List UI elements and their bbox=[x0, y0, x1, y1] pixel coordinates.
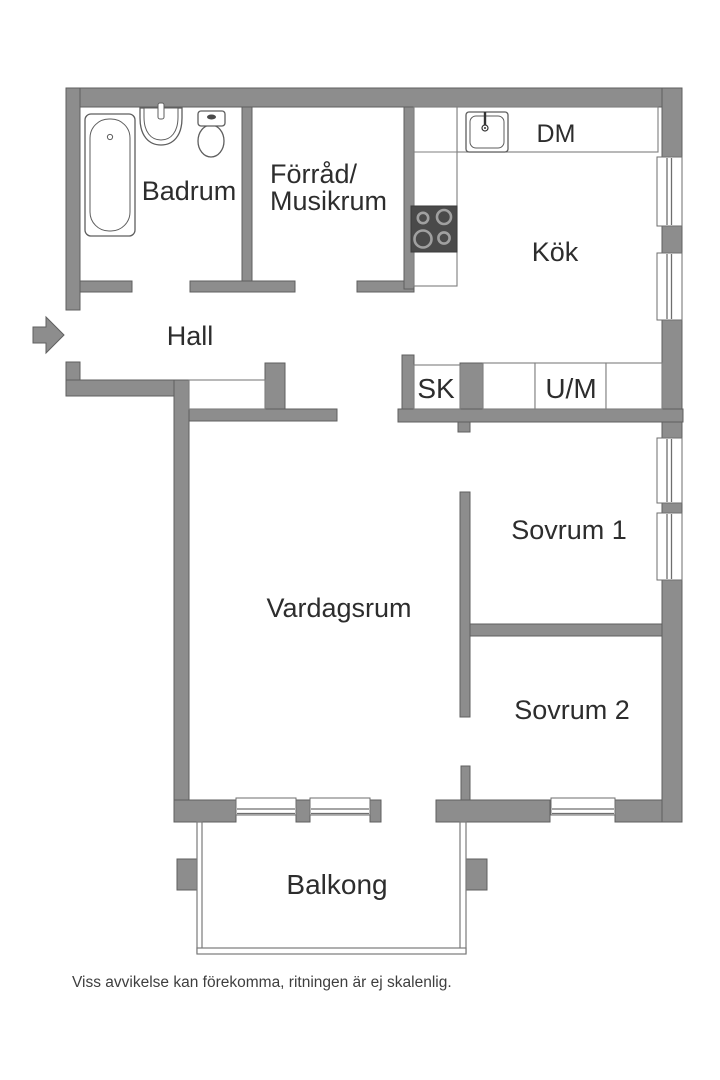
stove-burner bbox=[413, 229, 433, 249]
room-label-forrad-1: Förråd/ bbox=[270, 159, 358, 189]
kitchen-faucet-dot bbox=[484, 127, 486, 129]
room-label-kok: Kök bbox=[532, 237, 579, 267]
balcony-rail bbox=[196, 947, 467, 955]
room-label-vardagsrum: Vardagsrum bbox=[266, 593, 411, 623]
washbasin-icon bbox=[139, 102, 183, 146]
wall-segment bbox=[65, 379, 191, 397]
kitchen-counter-left bbox=[413, 106, 458, 287]
wall-segment bbox=[173, 799, 237, 823]
wall-segment bbox=[403, 106, 415, 290]
window-frame bbox=[550, 797, 616, 816]
window-icon bbox=[656, 156, 683, 227]
window-icon bbox=[235, 797, 297, 816]
wall-segment bbox=[460, 765, 471, 801]
washbasin-inner bbox=[143, 107, 179, 141]
stove-icon bbox=[410, 205, 458, 253]
balcony-rail bbox=[459, 821, 467, 954]
wall-segment bbox=[188, 408, 338, 422]
wall-segment bbox=[469, 623, 663, 637]
fixtures-layer bbox=[84, 102, 509, 253]
room-label-sovrum2: Sovrum 2 bbox=[514, 695, 630, 725]
balcony-post bbox=[465, 858, 488, 891]
stove-burner bbox=[416, 211, 430, 225]
window-frame bbox=[656, 156, 683, 227]
wall-segment bbox=[79, 280, 133, 293]
window-icon bbox=[309, 797, 371, 816]
wall-segment bbox=[173, 379, 190, 823]
window-icon bbox=[656, 252, 683, 321]
window-frame bbox=[656, 437, 683, 504]
wall-segment bbox=[369, 799, 382, 823]
toilet-bowl bbox=[197, 124, 225, 158]
bathtub-inner bbox=[89, 118, 131, 232]
room-label-badrum: Badrum bbox=[142, 176, 237, 206]
window-frame bbox=[309, 797, 371, 816]
stove-burner bbox=[437, 231, 451, 245]
wall-segment bbox=[189, 280, 296, 293]
wall-segment bbox=[661, 87, 683, 158]
balcony-post bbox=[176, 858, 198, 891]
kitchen-sink-icon bbox=[465, 111, 509, 153]
windows-layer bbox=[235, 156, 683, 816]
closets-counters-layer bbox=[188, 106, 663, 410]
wall-segment bbox=[661, 502, 683, 514]
window-frame bbox=[656, 512, 683, 581]
room-label-balkong: Balkong bbox=[286, 869, 387, 900]
entrance-arrow-icon bbox=[32, 315, 65, 355]
bathtub-icon bbox=[84, 113, 136, 237]
room-label-forrad-2: Musikrum bbox=[270, 186, 387, 216]
sk-closet bbox=[413, 364, 461, 410]
stove-burner bbox=[435, 208, 453, 226]
labels-layer: Badrum Förråd/ Musikrum Kök DM Hall SK U… bbox=[72, 120, 630, 991]
bathtub-drain bbox=[106, 133, 114, 141]
washbasin-faucet bbox=[157, 102, 165, 120]
walls-layer bbox=[65, 87, 684, 891]
window-icon bbox=[656, 437, 683, 504]
wall-segment bbox=[661, 225, 683, 254]
wall-segment bbox=[457, 421, 471, 433]
wall-segment bbox=[435, 799, 551, 823]
wall-segment bbox=[661, 579, 683, 823]
window-frame bbox=[656, 252, 683, 321]
window-icon bbox=[550, 797, 616, 816]
wall-segment bbox=[241, 106, 253, 284]
balcony-railing bbox=[196, 821, 467, 955]
wall-segment bbox=[401, 354, 415, 411]
fixture-label-dm: DM bbox=[537, 120, 576, 148]
kitchen-sink-inner bbox=[469, 115, 505, 149]
wall-segment bbox=[264, 362, 286, 411]
fixture-label-sk: SK bbox=[417, 373, 455, 404]
room-label-sovrum1: Sovrum 1 bbox=[511, 515, 627, 545]
closet-box bbox=[605, 362, 663, 410]
wall-segment bbox=[459, 491, 471, 718]
wall-segment bbox=[397, 408, 684, 423]
window-icon bbox=[656, 512, 683, 581]
fixture-label-um: U/M bbox=[545, 373, 596, 404]
hall-closet bbox=[188, 379, 266, 410]
room-label-hall: Hall bbox=[167, 321, 214, 351]
wall-segment bbox=[295, 799, 311, 823]
wall-segment bbox=[459, 362, 484, 411]
balcony-rail bbox=[196, 821, 203, 954]
wall-segment bbox=[65, 87, 81, 311]
toilet-button bbox=[207, 114, 216, 120]
closet-box bbox=[482, 362, 536, 410]
window-frame bbox=[235, 797, 297, 816]
disclaimer-text: Viss avvikelse kan förekomma, ritningen … bbox=[72, 974, 452, 991]
toilet-icon bbox=[197, 110, 226, 158]
